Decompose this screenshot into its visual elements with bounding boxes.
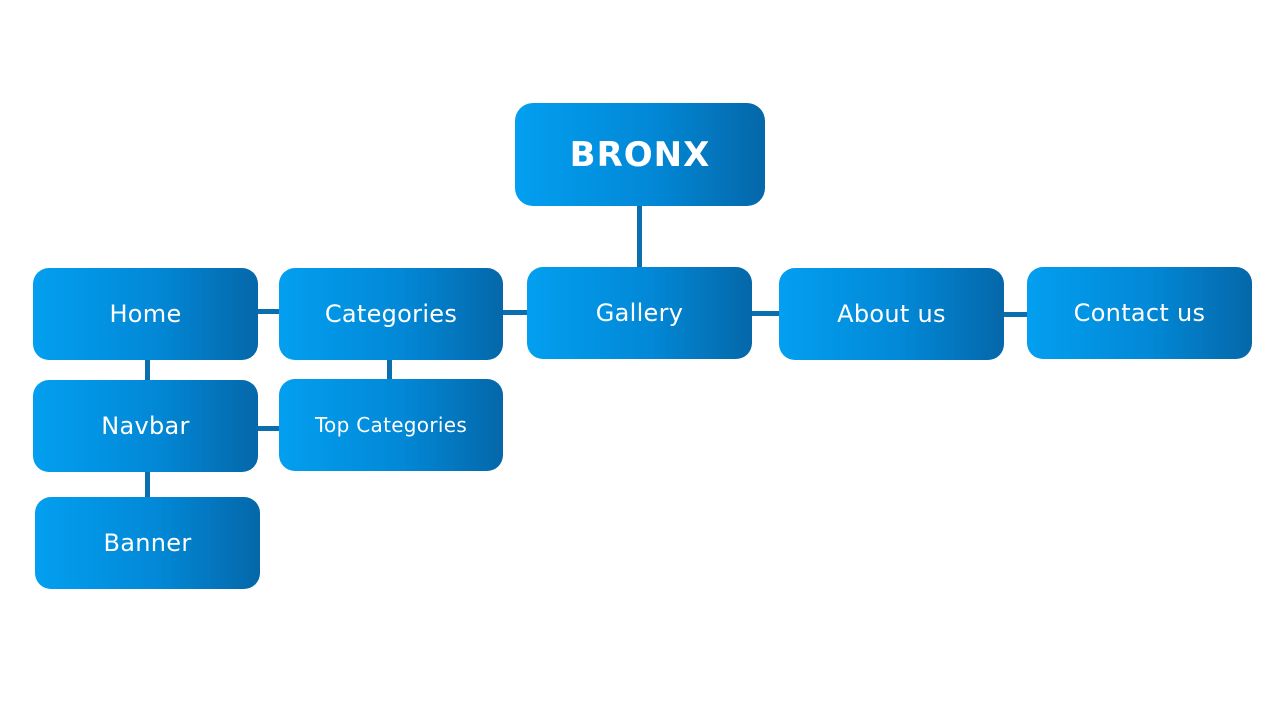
node-navbar: Navbar [33,380,258,472]
connector-navbar-banner [145,471,150,498]
root-node-bronx: BRONX [515,103,765,206]
connector-home-navbar [145,359,150,381]
connector-about-contact [1003,312,1028,317]
connector-categories-topcategories [387,359,392,380]
connector-home-categories [257,309,279,314]
node-top-categories: Top Categories [279,379,503,471]
connector-gallery-about [751,311,780,316]
connector-root-gallery [637,205,642,269]
node-gallery: Gallery [527,267,752,359]
connector-navbar-topcategories [257,426,279,431]
node-about-us: About us [779,268,1004,360]
connector-categories-gallery [502,310,528,315]
node-categories: Categories [279,268,503,360]
node-home: Home [33,268,258,360]
node-banner: Banner [35,497,260,589]
node-contact-us: Contact us [1027,267,1252,359]
